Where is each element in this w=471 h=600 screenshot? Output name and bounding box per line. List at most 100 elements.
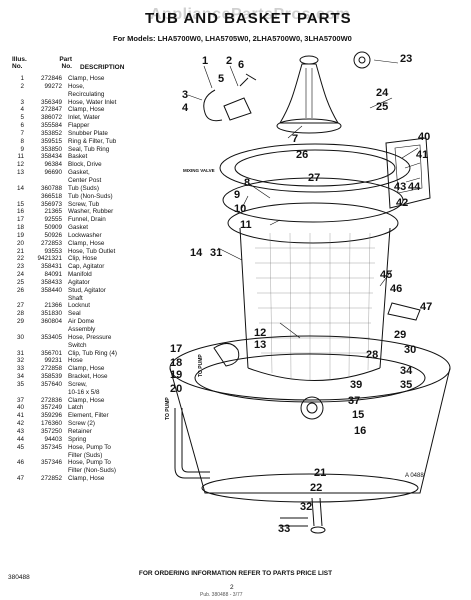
description-cell: Seal, Tub Ring <box>68 145 110 153</box>
callout-47: 47 <box>420 301 432 313</box>
illus-no-cell: 13 <box>16 169 24 177</box>
callout-1: 1 <box>202 55 208 67</box>
callout-4: 4 <box>182 102 189 114</box>
callout-17: 17 <box>170 343 182 355</box>
illus-no-cell: 32 <box>16 357 24 365</box>
part-no-cell <box>24 389 68 397</box>
part-no-cell: 359515 <box>40 137 62 145</box>
illus-no-cell <box>8 389 24 397</box>
illus-no-cell: 11 <box>17 153 24 161</box>
description-cell: Hose <box>68 357 83 365</box>
description-cell: Lockwasher <box>68 231 102 239</box>
description-cell: Bracket, Hose <box>68 373 108 381</box>
tub-ring-shape <box>219 143 411 193</box>
description-cell: Latch <box>68 404 84 412</box>
description-cell: Inlet, Water <box>68 114 100 122</box>
part-no-cell: 96384 <box>44 161 62 169</box>
callout-5: 5 <box>218 73 224 85</box>
illus-no-cell: 43 <box>16 427 24 435</box>
description-cell: Screw, <box>68 380 87 388</box>
agitator-shape <box>279 63 339 124</box>
callout-7: 7 <box>292 133 298 145</box>
description-cell: Filter (Non-Suds) <box>68 467 116 475</box>
illus-no-cell: 16 <box>16 208 24 216</box>
illus-no-cell <box>8 452 24 460</box>
callout-24: 24 <box>376 87 389 99</box>
description-cell: Recirculating <box>68 90 105 98</box>
parts-row: Shaft <box>8 295 138 303</box>
part-no-cell: 353405 <box>40 333 62 341</box>
illus-no-cell: 26 <box>16 286 24 294</box>
part-no-cell: 50926 <box>44 231 62 239</box>
illus-no-cell: 7 <box>20 129 24 137</box>
description-cell: Washer, Rubber <box>68 208 114 216</box>
callout-13: 13 <box>254 339 266 351</box>
parts-row: Center Post <box>8 177 138 185</box>
part-no-cell: 358440 <box>40 286 62 294</box>
illus-no-cell <box>8 91 24 99</box>
illus-no-cell: 47 <box>16 475 24 483</box>
center-post-shape <box>300 396 324 420</box>
description-cell: Cap, Agitator <box>68 263 105 271</box>
part-no-cell: 351830 <box>40 310 62 318</box>
description-cell: Seal <box>68 310 81 318</box>
callout-25: 25 <box>376 101 388 113</box>
description-cell: Locknut <box>68 302 91 310</box>
callout-8: 8 <box>244 177 250 189</box>
description-cell: Center Post <box>68 176 102 184</box>
description-cell: Screw, Tub <box>68 200 100 208</box>
callout-41: 41 <box>416 149 428 161</box>
callout-12: 12 <box>254 327 266 339</box>
description-cell: Basket <box>68 153 88 161</box>
part-no-cell: 357345 <box>40 443 62 451</box>
callout-14: 14 <box>190 247 203 259</box>
basket-top-shape <box>222 177 404 223</box>
part-no-cell: 272858 <box>40 365 62 373</box>
callout-29: 29 <box>394 329 406 341</box>
illus-no-cell: 27 <box>16 302 24 310</box>
callout-19: 19 <box>170 369 182 381</box>
part-no-cell: 359296 <box>40 412 62 420</box>
description-cell: Clip, Hose <box>68 255 98 263</box>
illus-no-cell <box>8 193 24 201</box>
description-cell: Block, Drive <box>68 161 102 169</box>
part-no-cell <box>24 342 68 350</box>
callout-28: 28 <box>366 349 378 361</box>
description-cell: Spring <box>68 435 87 443</box>
part-no-cell: 92555 <box>44 216 62 224</box>
part-no-cell <box>24 177 68 185</box>
callout-20: 20 <box>170 383 182 395</box>
part-no-cell: 358539 <box>40 373 62 381</box>
description-cell: Tub (Non-Suds) <box>68 192 113 200</box>
description-cell: Hose, Pump To <box>68 443 111 451</box>
mixing-valve-label: MIXING VALVE <box>183 168 215 173</box>
callout-30: 30 <box>404 344 416 356</box>
illus-no-cell: 24 <box>16 271 24 279</box>
figure-id: A 0488 <box>405 473 424 479</box>
description-cell: Gasket <box>68 224 88 232</box>
callout-44: 44 <box>408 181 421 193</box>
illus-no-cell: 9 <box>20 145 24 153</box>
illus-no-cell: 5 <box>20 114 24 122</box>
description-cell: Screw (2) <box>68 420 95 428</box>
parts-row: Filter (Suds) <box>8 452 138 460</box>
page-number: 2 <box>230 584 234 591</box>
